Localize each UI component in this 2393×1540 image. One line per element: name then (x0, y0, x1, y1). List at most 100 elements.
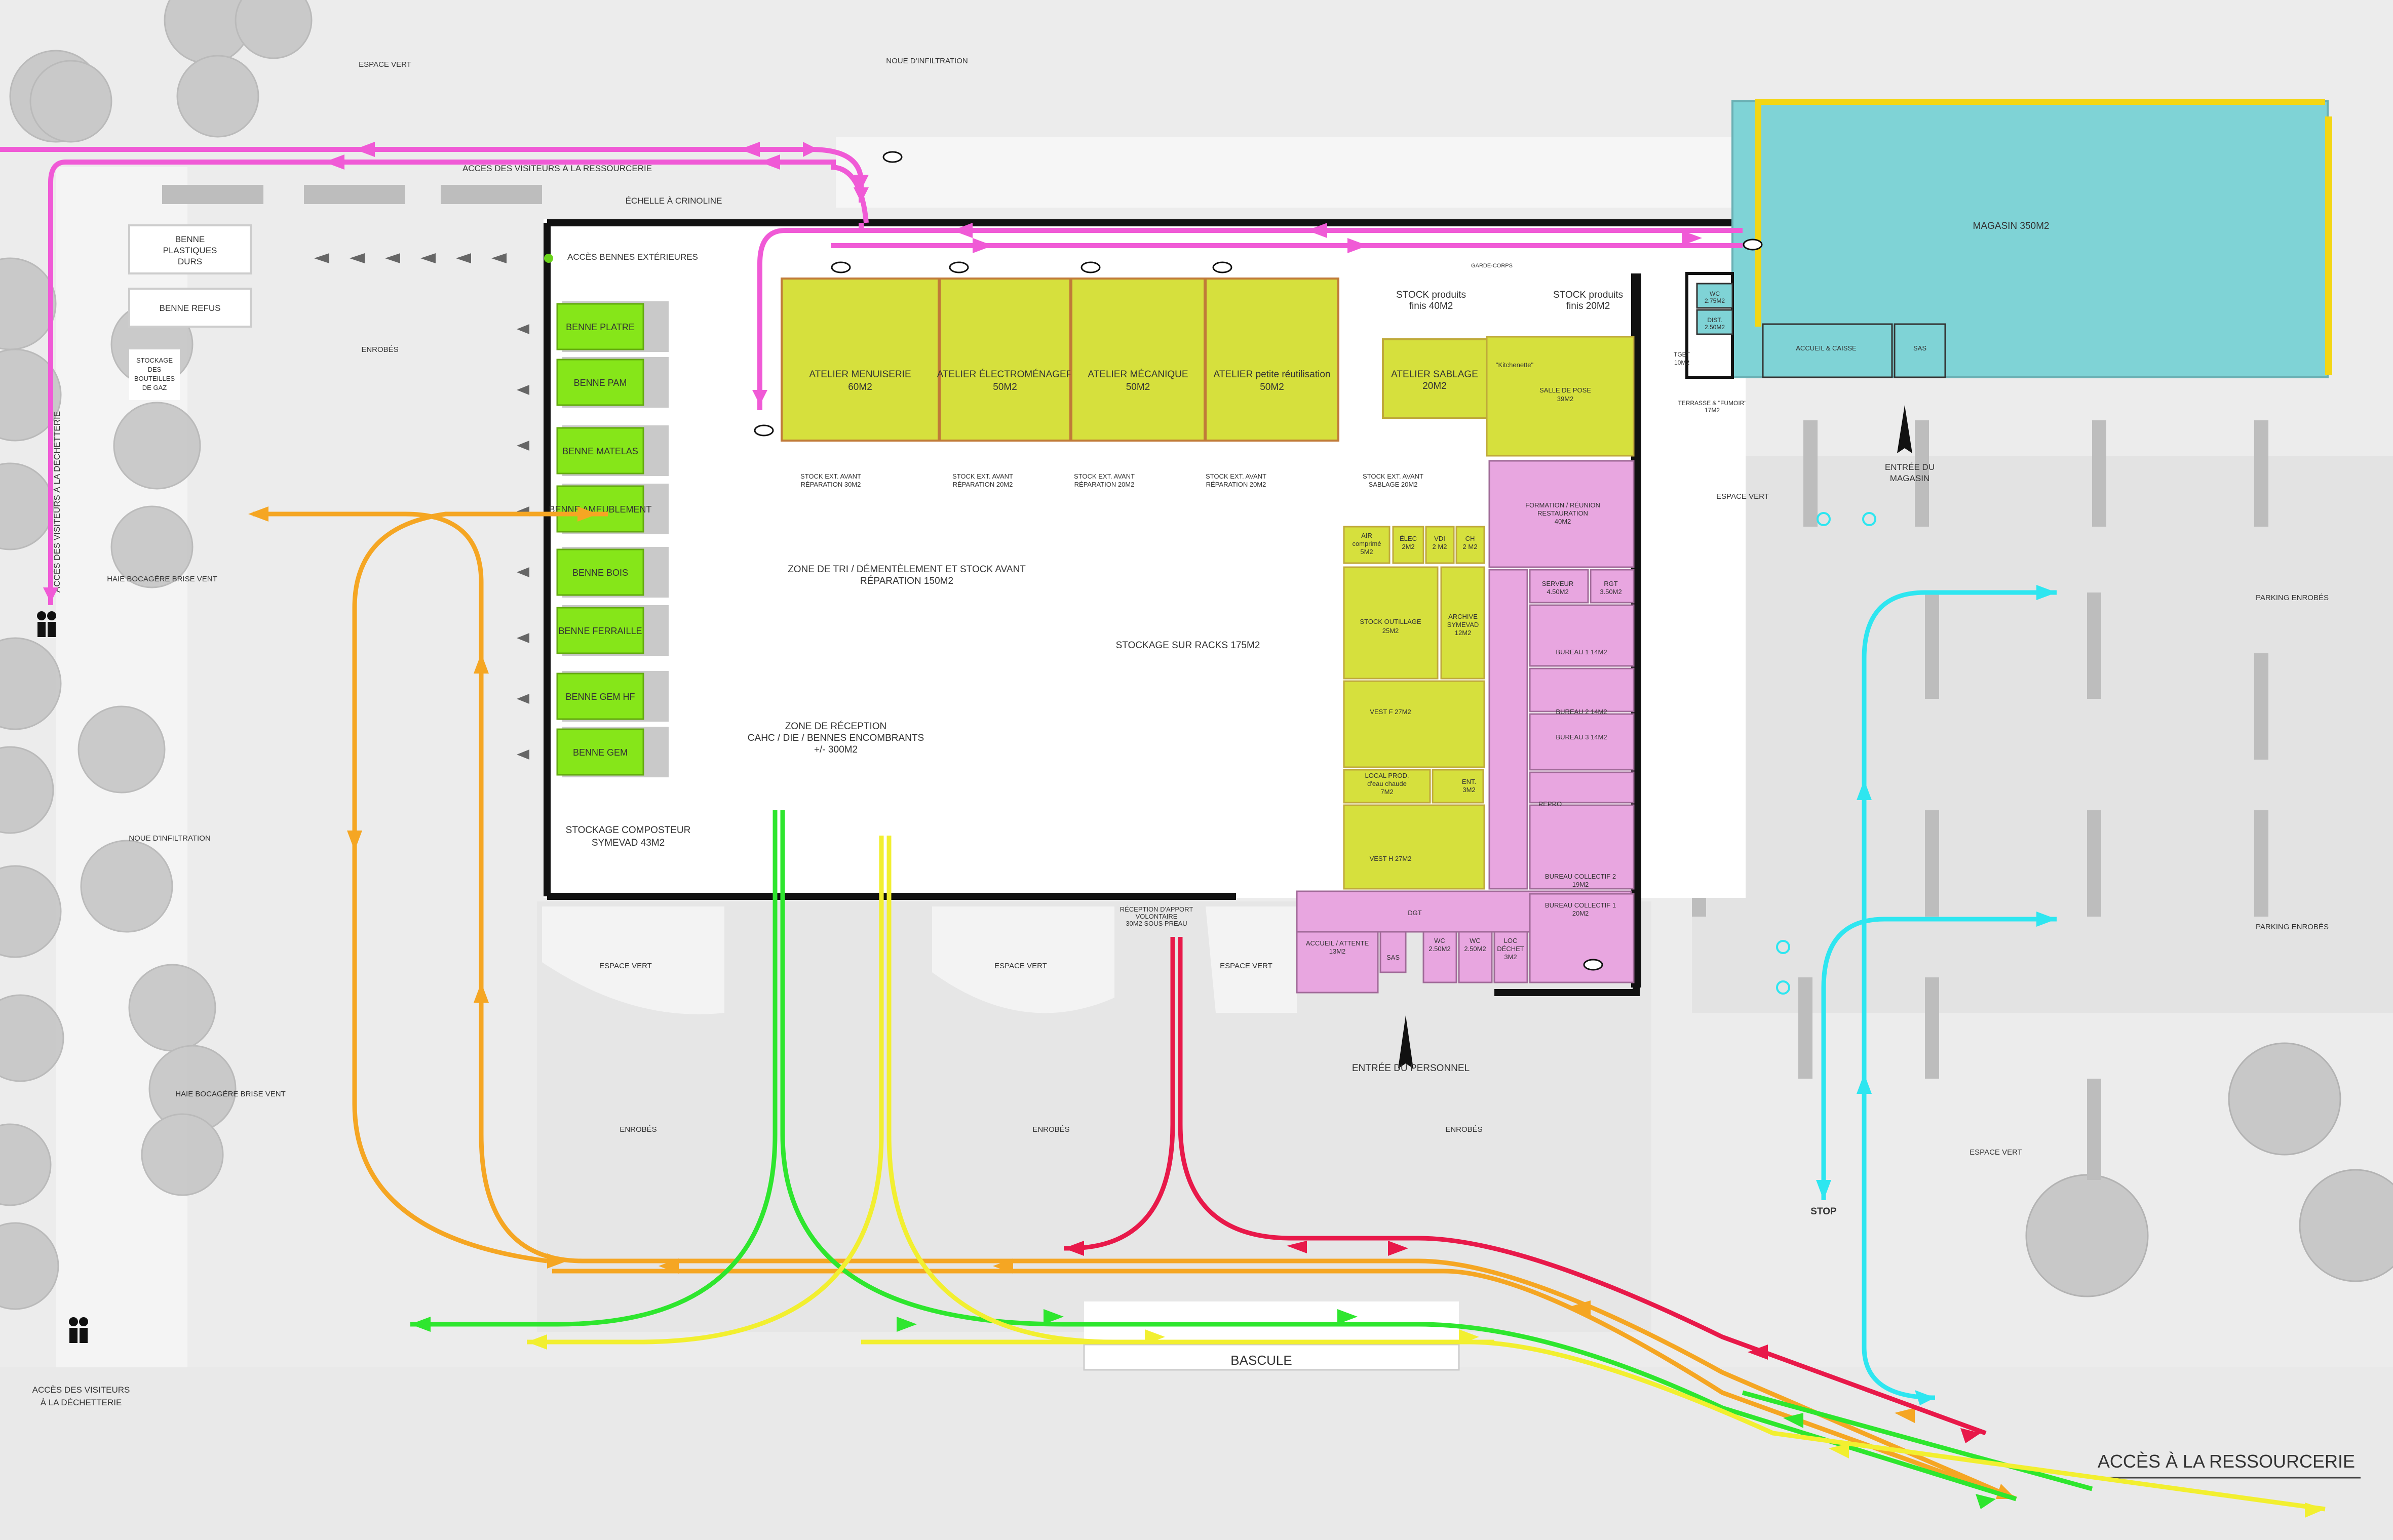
workshop-box (939, 278, 1071, 442)
benne-box (556, 427, 644, 475)
kitchenette-label: "Kitchenette" (1496, 361, 1534, 369)
vest-h-label: VEST H 27M2 (1370, 855, 1412, 862)
benne-box (556, 303, 644, 350)
entree-magasin-arrow (1897, 405, 1912, 453)
benne-plastiques-line3: DURS (178, 257, 202, 266)
entree-magasin-line2: MAGASIN (1890, 473, 1929, 483)
magasin-wc (1696, 283, 1733, 309)
local-prod-line2: d'eau chaude (1367, 780, 1407, 787)
stockage-gaz (129, 349, 180, 400)
workshop-box (1205, 278, 1339, 442)
stock-ext-label: STOCK EXT. AVANT (1363, 472, 1423, 480)
reception-apport-line3: 30M2 SOUS PREAU (1126, 920, 1187, 927)
atelier-sablage-name: ATELIER SABLAGE (1391, 369, 1478, 380)
staff-block (1296, 460, 1635, 994)
magasin-wc-line1: WC (1710, 290, 1720, 297)
accessibility-icons (1776, 512, 1876, 995)
flow-red-arrows (1064, 1241, 1981, 1443)
stock-ext-label: RÉPARATION 30M2 (801, 481, 861, 488)
accueil-caisse (1762, 323, 1893, 378)
stock-ext-label: STOCK EXT. AVANT (1074, 472, 1135, 480)
benne-label: BENNE GEM (573, 747, 628, 758)
vdi-line1: VDI (1434, 535, 1445, 542)
acces-visiteurs-ressourcerie: ACCÈS DES VISITEURS À LA RESSOURCERIE (462, 164, 652, 173)
magasin-sas (1894, 323, 1946, 378)
staff-labels: FORMATION / RÉUNION RESTAURATION 40M2 SE… (1120, 501, 1622, 961)
salle-pose-line2: 39M2 (1557, 395, 1574, 403)
espace-vert-patch-2 (932, 906, 1114, 1013)
entree-personnel-arrow (1398, 1015, 1413, 1069)
benne-plastiques-line1: BENNE (175, 234, 205, 244)
benne-refus (128, 288, 252, 328)
stock-ext-label: STOCK EXT. AVANT (1206, 472, 1266, 480)
enrobes-3: ENROBÉS (1445, 1125, 1482, 1134)
benne-plastiques-durs (128, 224, 252, 274)
enrobes-2: ENROBÉS (1032, 1125, 1069, 1134)
stock-ext-label: STOCK EXT. AVANT (952, 472, 1013, 480)
garde-corps-top: GARDE-CORPS (1471, 263, 1513, 269)
stock-ext-label: STOCK EXT. AVANT (800, 472, 861, 480)
serveur-line1: SERVEUR (1542, 580, 1574, 587)
wc-a-line2: 2.50M2 (1429, 945, 1450, 953)
haie-1: HAIE BOCAGÈRE BRISE VENT (107, 575, 217, 583)
bureau3-label: BUREAU 3 14M2 (1556, 733, 1607, 741)
rgt-line1: RGT (1604, 580, 1618, 587)
forecourt (836, 137, 1773, 208)
workshop-area: 60M2 (848, 382, 872, 392)
acces-dechetterie-line2: À LA DÉCHETTERIE (41, 1398, 122, 1407)
composteur-line1: STOCKAGE COMPOSTEUR (566, 825, 691, 836)
flow-cyan (1821, 590, 2057, 1400)
flow-yellow (527, 836, 2326, 1512)
bureau1-label: BUREAU 1 14M2 (1556, 648, 1607, 656)
formation-line2: RESTAURATION (1537, 509, 1588, 517)
zone-tri-line1: ZONE DE TRI / DÉMENTÈLEMENT ET STOCK AVA… (788, 564, 1026, 575)
wc-a-line1: WC (1434, 937, 1445, 944)
benne-label: BENNE BOIS (572, 568, 628, 578)
outillage-line2: 25M2 (1382, 627, 1399, 635)
vdi-line2: 2 M2 (1433, 543, 1447, 550)
magasin-dist-line2: 2.50M2 (1705, 324, 1725, 331)
terrasse-line2: 17M2 (1705, 407, 1720, 414)
flow-red (1064, 937, 1987, 1436)
south-band (0, 1367, 2393, 1540)
benne-box (556, 548, 644, 596)
entree-personnel-label: ENTRÉE DU PERSONNEL (1352, 1063, 1470, 1074)
outillage-line1: STOCK OUTILLAGE (1360, 618, 1421, 625)
parking-label-2: PARKING ENROBÉS (2256, 923, 2329, 931)
elec-line2: 2M2 (1402, 543, 1414, 550)
benne-box (556, 359, 644, 406)
ent-line1: ENT. (1462, 778, 1476, 785)
bascule-label: BASCULE (1230, 1353, 1292, 1368)
zone-reception-line2: CAHC / DIE / BENNES ENCOMBRANTS (748, 733, 924, 743)
services-labels: AIR comprimé 5M2 ÉLEC 2M2 VDI 2 M2 CH 2 … (1352, 361, 1591, 862)
stock-40-line1: STOCK produits (1396, 290, 1466, 300)
ch-line1: CH (1465, 535, 1475, 542)
flow-cyan-arrows (1816, 585, 2057, 1405)
parking-label-1: PARKING ENROBÉS (2256, 594, 2329, 602)
services-block (1343, 336, 1635, 890)
tree-row-east (2025, 1042, 2393, 1297)
workshop-area: 50M2 (1260, 382, 1284, 392)
benne-box (556, 728, 644, 776)
echelle-crinoline: ÉCHELLE À CRINOLINE (626, 196, 722, 206)
stock-ext-label: RÉPARATION 20M2 (1074, 481, 1135, 488)
collectif1-line1: BUREAU COLLECTIF 1 (1545, 901, 1616, 909)
bascule-box (1083, 1344, 1460, 1371)
access-point (544, 254, 553, 263)
atelier-sablage-area: 20M2 (1422, 381, 1447, 391)
espace-vert-south-1: ESPACE VERT (599, 962, 652, 970)
ch-line2: 2 M2 (1463, 543, 1478, 550)
flow-green-arrows (410, 1309, 1996, 1509)
loc-dechet-line2: DÉCHET (1497, 945, 1524, 953)
salle-pose-line1: SALLE DE POSE (1539, 386, 1591, 394)
benne-box (556, 607, 644, 654)
zone-reception-line3: +/- 300M2 (814, 744, 858, 755)
archive-line3: 12M2 (1455, 629, 1472, 637)
terrasse-line1: TERRASSE & "FUMOIR" (1678, 400, 1746, 407)
benne-plastiques-line2: PLASTIQUES (163, 246, 217, 255)
espace-vert-patch-3 (1206, 906, 1297, 1013)
camera-icons (754, 151, 1763, 971)
acces-dechetterie-vertical: ACCÈS DES VISITEURS À LA DÉCHETTERIE (52, 411, 62, 593)
